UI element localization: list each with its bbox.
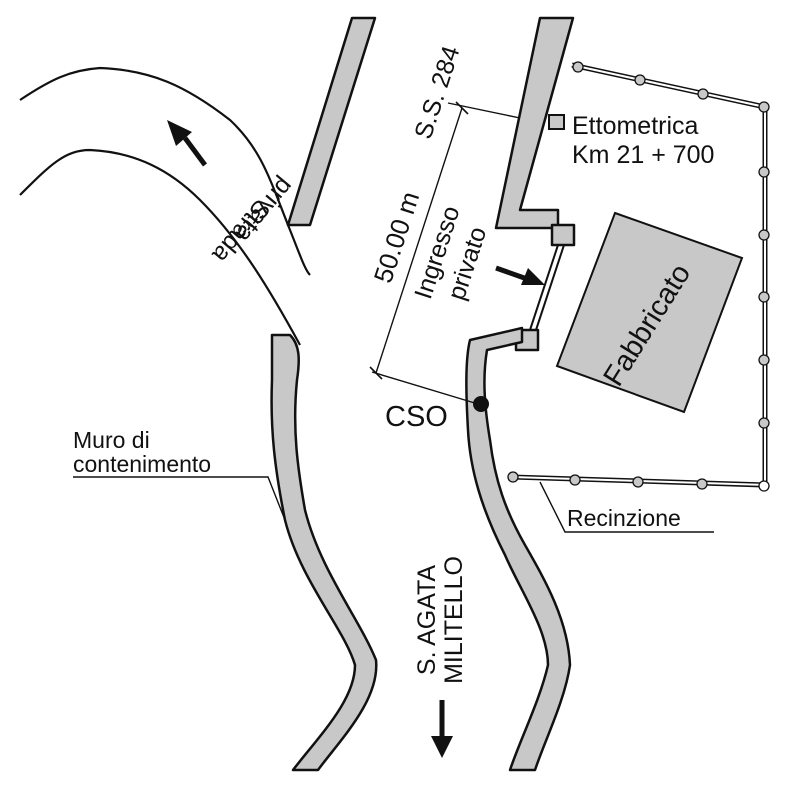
- fence-post: [758, 480, 770, 492]
- milestone-label-line1: Ettometrica: [572, 112, 699, 140]
- fence-post: [758, 291, 770, 303]
- direction-label-line2: MILITELLO: [440, 556, 468, 684]
- highway-label: S.S. 284: [409, 43, 465, 143]
- arrow-right-icon: [495, 265, 545, 285]
- dimension-tick-top: [455, 101, 469, 115]
- private-road-upper-edge: [19, 66, 311, 276]
- cso-label: CSO: [385, 401, 448, 433]
- cso-point-icon: [473, 396, 489, 412]
- fence-post: [632, 476, 644, 488]
- fence-post: [758, 417, 770, 429]
- fence-post: [696, 478, 708, 490]
- fence-post: [569, 474, 581, 486]
- direction-label-line1: S. AGATA: [413, 565, 441, 676]
- retaining-wall-leader: [73, 476, 286, 521]
- dimension-extension-bottom: [371, 371, 479, 405]
- dimension-line: [375, 107, 463, 374]
- private-road-lower-edge: [19, 148, 301, 346]
- fence-post: [758, 166, 770, 178]
- building: [555, 211, 744, 414]
- arrow-up-icon: [167, 120, 208, 167]
- retaining-wall-label-line2: contenimento: [73, 451, 211, 477]
- milestone-marker-icon: [548, 114, 565, 130]
- fence-post: [758, 101, 770, 113]
- private-gate-line-b: [535, 244, 565, 331]
- fence-post: [758, 354, 770, 366]
- road-wall-upper-left: [286, 16, 377, 227]
- gate-post-top: [550, 223, 576, 247]
- fence-post: [634, 74, 646, 86]
- fence-post: [758, 229, 770, 241]
- arrow-down-icon: [431, 700, 453, 758]
- retaining-wall: [270, 333, 378, 772]
- road-label-line2: privata: [229, 172, 299, 248]
- milestone-label-line2: Km 21 + 700: [572, 141, 714, 169]
- fence-label: Recinzione: [567, 505, 681, 531]
- fence-post: [507, 471, 519, 483]
- fence-leader: [539, 481, 714, 533]
- fence-posts: [507, 61, 770, 492]
- dimension-tick-bottom: [369, 366, 383, 380]
- fence-post: [572, 61, 584, 73]
- road-wall-upper-right: [494, 16, 575, 230]
- private-gate-line-a: [529, 244, 559, 331]
- road-wall-lower-right: [465, 326, 572, 772]
- retaining-wall-label-line1: Muro di: [73, 427, 150, 453]
- fence-post: [697, 88, 709, 100]
